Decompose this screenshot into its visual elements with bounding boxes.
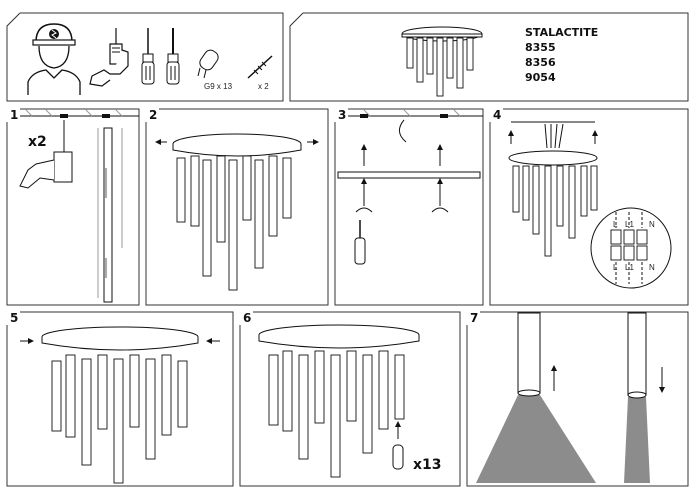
step-6-frame [239,311,461,487]
step-3-illustration [337,109,483,265]
wiring-bottom-n: N [649,263,655,272]
product-code-2: 8356 [525,56,556,69]
wiring-bottom-l: L [613,263,618,272]
electrician-icon [27,23,81,95]
screwdriver-phillips-icon [141,28,155,85]
bulb-label: G9 x 13 [204,82,233,91]
step-7-illustration [476,312,665,483]
wiring-top-n: N [649,220,655,229]
step-5-frame [6,311,234,487]
tools-panel-frame [6,12,284,102]
product-panel: STALACTITE 8355 8356 9054 [289,12,689,102]
step-1-panel: 1 x2 [6,108,140,306]
step-6-panel: 6 x13 [239,311,461,487]
step-6-note: x13 [413,457,442,473]
step-1-illustration [19,109,139,303]
step-2-number: 2 [149,108,158,122]
step-3-panel: 3 [334,108,484,306]
step-4-illustration [508,121,672,289]
screw-icon [247,55,273,79]
step-6-illustration [258,324,420,478]
tools-panel: G9 x 13 x 2 [6,12,284,102]
step-7-number: 7 [470,311,479,325]
step-2-panel: 2 [145,108,329,306]
step-1-frame [6,108,140,306]
step-7-panel: 7 [466,311,689,487]
wiring-top-l1: L1 [625,220,634,229]
step-1-number: 1 [10,108,19,122]
product-panel-frame [289,12,689,102]
g9-bulb-icon [197,49,219,79]
step-5-illustration [20,326,220,484]
pendant-lamp-illustration [401,26,483,97]
step-4-panel: 4 L L1 N L L1 N [489,108,689,306]
drill-icon [89,28,129,87]
product-name: STALACTITE [525,26,599,39]
step-6-number: 6 [243,311,252,325]
step-4-number: 4 [493,108,502,122]
step-5-panel: 5 [6,311,234,487]
step-3-number: 3 [338,108,347,122]
wiring-top-l: L [613,220,618,229]
step-4-frame [489,108,689,306]
product-code-3: 9054 [525,71,556,84]
step-1-note: x2 [28,134,47,150]
screwdriver-flat-icon [166,28,180,85]
step-2-frame [145,108,329,306]
wiring-bottom-l1: L1 [625,263,634,272]
screw-label: x 2 [258,82,269,91]
step-3-frame [334,108,484,306]
step-5-number: 5 [10,311,19,325]
product-code-1: 8355 [525,41,556,54]
step-7-frame [466,311,689,487]
step-2-illustration [155,133,319,291]
